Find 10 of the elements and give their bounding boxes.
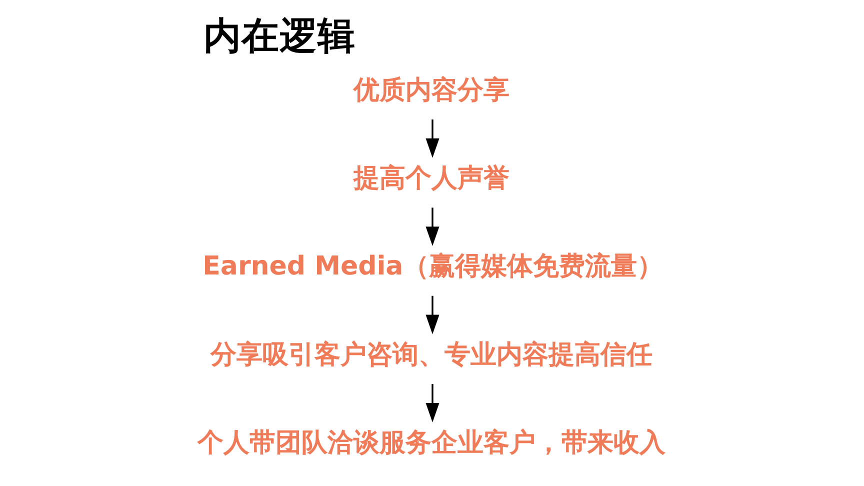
node-text: 分享吸引客户咨询、专业内容提高信任 (210, 340, 652, 370)
arrow (425, 384, 439, 422)
arrow (425, 208, 439, 246)
node-text: 个人带团队洽谈服务企业客户，带来收入 (197, 428, 666, 458)
arrow (425, 120, 439, 158)
node-text: 提高个人声誉 (353, 163, 510, 194)
node-text: Earned Media（赢得媒体免费流量） (202, 252, 663, 282)
diagram-title: 内在逻辑 (202, 13, 355, 58)
arrow (425, 296, 439, 334)
node-text: 优质内容分享 (353, 75, 510, 106)
